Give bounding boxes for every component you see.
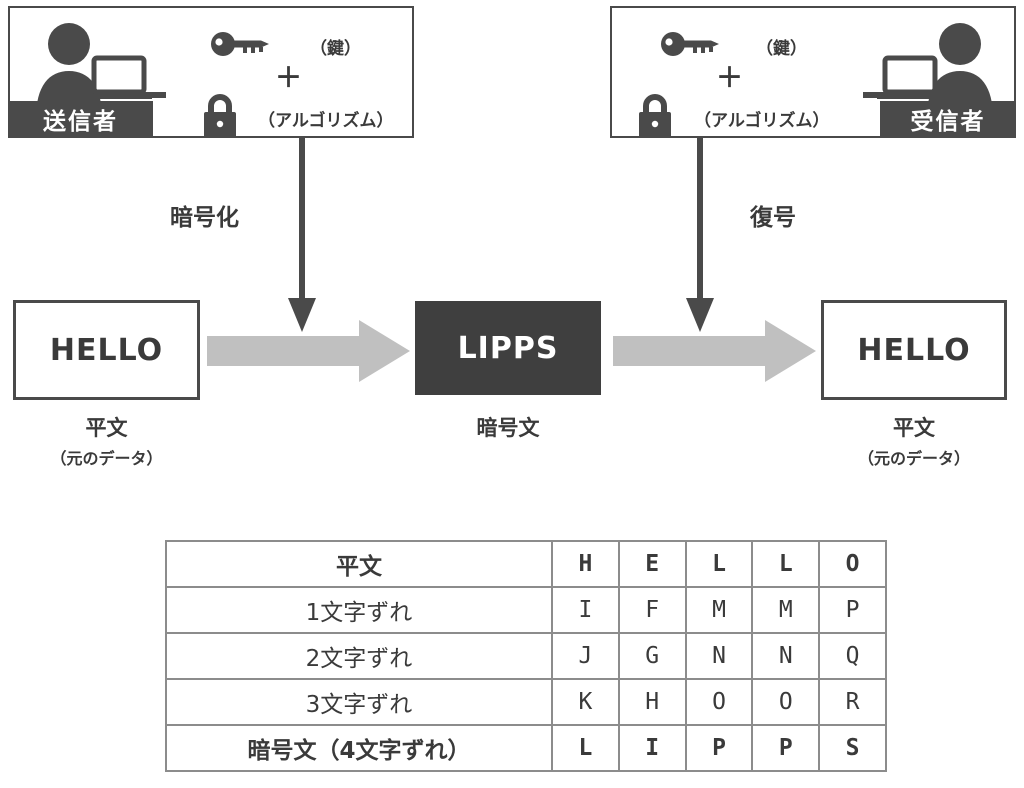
plaintext-output-caption-main: 平文 bbox=[893, 416, 935, 440]
table-cell: Q bbox=[818, 632, 887, 680]
ciphertext-value: LIPPS bbox=[457, 330, 559, 366]
sender-key-label: （鍵） bbox=[310, 39, 361, 59]
table-cell: N bbox=[751, 632, 821, 680]
encrypt-label: 暗号化 bbox=[170, 205, 239, 231]
key-icon bbox=[210, 31, 272, 57]
plaintext-output-caption-sub: （元のデータ） bbox=[857, 449, 970, 468]
table-cell: L bbox=[684, 540, 754, 588]
table-cell: O bbox=[818, 540, 887, 588]
ciphertext-caption-main: 暗号文 bbox=[476, 416, 540, 440]
sender-role-label: 送信者 bbox=[43, 109, 118, 135]
receiver-lock-label: （アルゴリズム） bbox=[694, 111, 830, 131]
encrypt-arrow bbox=[285, 138, 319, 334]
table-row-label: 平文 bbox=[165, 540, 553, 588]
table-cell: O bbox=[751, 678, 821, 726]
sender-lock-label: （アルゴリズム） bbox=[258, 111, 394, 131]
ciphertext-box: LIPPS bbox=[415, 301, 601, 395]
plaintext-input-value: HELLO bbox=[49, 332, 164, 368]
table-cell: P bbox=[818, 586, 887, 634]
table-cell: S bbox=[818, 724, 887, 772]
table-cell: G bbox=[617, 632, 687, 680]
sender-role-badge: 送信者 bbox=[8, 101, 153, 137]
table-cell: R bbox=[818, 678, 887, 726]
receiver-role-label: 受信者 bbox=[910, 109, 986, 135]
table-row-label: 暗号文（4文字ずれ） bbox=[165, 724, 553, 772]
plaintext-input-caption: 平文 （元のデータ） bbox=[13, 412, 200, 469]
table-cell: K bbox=[551, 678, 620, 726]
table-cell: L bbox=[551, 724, 620, 772]
receiver-plus-sign: ＋ bbox=[716, 63, 743, 94]
table-cell: H bbox=[551, 540, 620, 588]
ciphertext-caption: 暗号文 bbox=[415, 412, 601, 442]
plaintext-output-caption: 平文 （元のデータ） bbox=[821, 412, 1007, 469]
plaintext-input-caption-main: 平文 bbox=[85, 416, 128, 440]
decrypt-flow-arrow bbox=[613, 318, 818, 384]
table-cell: O bbox=[684, 678, 754, 726]
receiver-role-badge: 受信者 bbox=[880, 101, 1016, 137]
decrypt-label: 復号 bbox=[750, 205, 796, 231]
table-cell: L bbox=[751, 540, 821, 588]
table-row-label: 3文字ずれ bbox=[165, 678, 553, 726]
padlock-icon bbox=[635, 93, 675, 139]
table-cell: P bbox=[684, 724, 754, 772]
table-cell: H bbox=[617, 678, 687, 726]
table-cell: P bbox=[751, 724, 821, 772]
table-row-label: 2文字ずれ bbox=[165, 632, 553, 680]
plaintext-output-value: HELLO bbox=[857, 332, 971, 368]
receiver-key-label: （鍵） bbox=[756, 39, 807, 59]
table-cell: I bbox=[551, 586, 620, 634]
table-cell: M bbox=[751, 586, 821, 634]
table-cell: E bbox=[617, 540, 687, 588]
plaintext-input-box: HELLO bbox=[13, 300, 200, 400]
plaintext-input-caption-sub: （元のデータ） bbox=[50, 449, 163, 468]
padlock-icon bbox=[200, 93, 240, 139]
key-icon bbox=[660, 31, 722, 57]
decrypt-arrow bbox=[683, 138, 717, 334]
table-row-label: 1文字ずれ bbox=[165, 586, 553, 634]
table-cell: F bbox=[617, 586, 687, 634]
person-with-laptop-icon bbox=[22, 18, 172, 122]
plaintext-output-box: HELLO bbox=[821, 300, 1007, 400]
table-cell: N bbox=[684, 632, 754, 680]
table-cell: M bbox=[684, 586, 754, 634]
table-cell: I bbox=[617, 724, 687, 772]
encrypt-flow-arrow bbox=[207, 318, 412, 384]
sender-plus-sign: ＋ bbox=[275, 63, 302, 94]
table-cell: J bbox=[551, 632, 620, 680]
